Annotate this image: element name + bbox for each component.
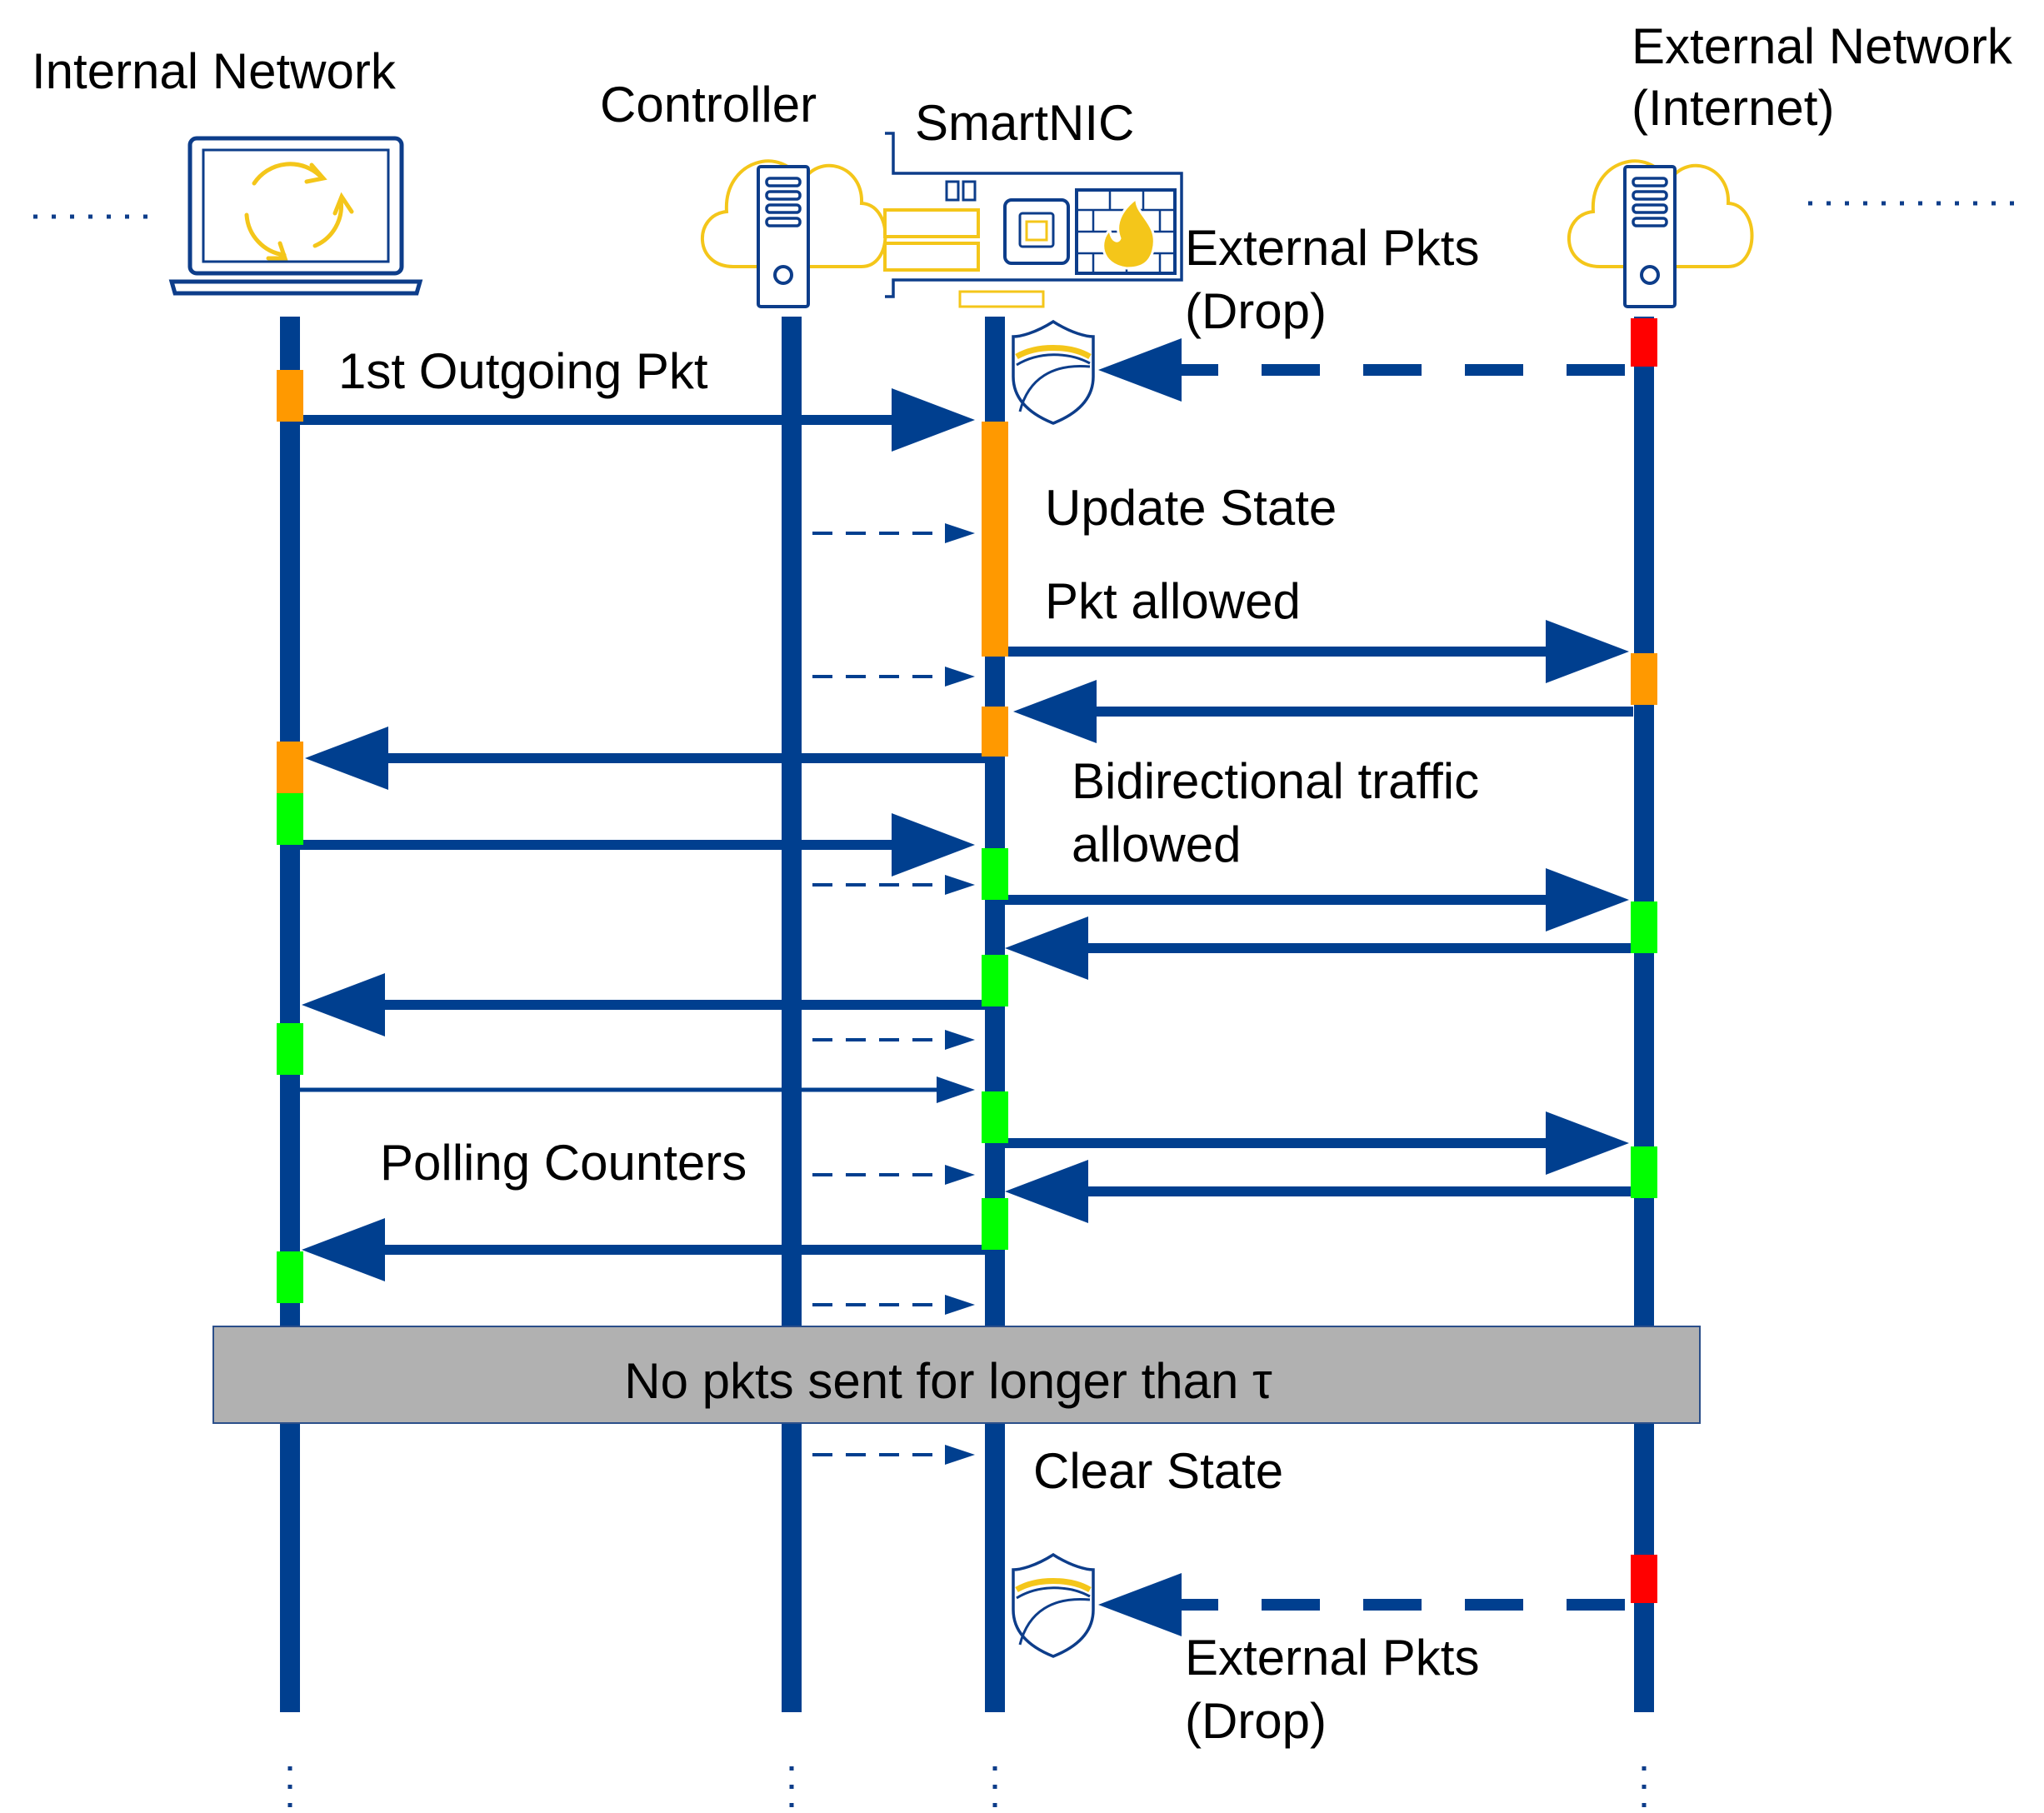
block-internal-green-3: [277, 1251, 303, 1303]
participant-label-controller: Controller: [600, 77, 817, 132]
participant-label-external: External Network: [1632, 18, 2013, 74]
label-external-pkts-top: External Pkts: [1185, 220, 1479, 276]
block-smartnic-green-2: [982, 955, 1008, 1006]
arrow-controller-update-1: [812, 523, 975, 543]
controller-cloud-server-icon: [700, 159, 887, 308]
arrow-controller-update-2: [812, 667, 975, 687]
label-drop-top: (Drop): [1185, 283, 1327, 339]
arrow-internal-to-smartnic-2: [300, 813, 975, 877]
activation-blocks: [277, 318, 1657, 1603]
label-drop-bottom: (Drop): [1185, 1693, 1327, 1749]
label-polling-counters: Polling Counters: [380, 1135, 747, 1191]
label-clear-state: Clear State: [1033, 1443, 1283, 1499]
block-internal-green-1: [277, 793, 303, 845]
block-smartnic-green-4: [982, 1198, 1008, 1250]
smartnic-firewall-icon: [883, 132, 1183, 308]
lifelines: [280, 317, 1654, 1712]
arrow-smartnic-to-internal-2: [302, 973, 985, 1036]
block-external-green-2: [1631, 1146, 1657, 1198]
block-internal-green-2: [277, 1023, 303, 1075]
arrow-smartnic-to-external-2: [1005, 868, 1629, 931]
label-update-state: Update State: [1045, 480, 1337, 536]
block-external-red-bottom: [1631, 1555, 1657, 1603]
label-bidirectional-traffic: Bidirectional traffic: [1072, 753, 1479, 809]
drop-shield-icon-bottom: [1013, 1555, 1093, 1656]
arrow-first-outgoing: [300, 388, 975, 452]
participant-label-external-sub: (Internet): [1632, 80, 1834, 136]
arrow-external-drop-top: [1098, 338, 1625, 402]
annotations: 1st Outgoing Pkt External Pkts (Drop) Up…: [338, 220, 1479, 1749]
arrow-external-to-smartnic-3: [1005, 1160, 1633, 1223]
arrow-external-to-smartnic-1: [1013, 680, 1633, 743]
block-external-green-1: [1631, 902, 1657, 953]
arrow-smartnic-to-internal-1: [305, 727, 985, 790]
arrow-smartnic-to-internal-3: [302, 1218, 985, 1281]
block-smartnic-green-1: [982, 848, 1008, 900]
arrow-internal-to-smartnic-3: [300, 1076, 975, 1103]
drop-shield-icon-top: [1013, 322, 1093, 423]
laptop-icon: [168, 136, 423, 296]
participant-labels: Internal Network Controller SmartNIC Ext…: [32, 18, 2013, 151]
participant-label-internal: Internal Network: [32, 43, 397, 99]
timeout-banner-text: No pkts sent for longer than τ: [624, 1353, 1272, 1409]
arrow-controller-poll-1: [812, 875, 975, 895]
block-smartnic-green-3: [982, 1091, 1008, 1143]
arrow-external-drop-bottom: [1098, 1573, 1625, 1636]
label-pkt-allowed: Pkt allowed: [1045, 573, 1301, 629]
message-arrows: [300, 338, 1633, 1636]
label-first-outgoing-pkt: 1st Outgoing Pkt: [338, 343, 708, 399]
arrow-controller-poll-4: [812, 1295, 975, 1315]
label-allowed: allowed: [1072, 817, 1241, 872]
arrow-smartnic-to-external-3: [1005, 1111, 1629, 1175]
timeout-banner: No pkts sent for longer than τ: [212, 1326, 1701, 1424]
arrow-smartnic-to-external-1: [1005, 620, 1629, 683]
arrow-external-to-smartnic-2: [1005, 916, 1633, 980]
arrow-controller-clear-state: [812, 1445, 975, 1465]
block-smartnic-update-state: [982, 422, 1008, 657]
external-cloud-server-icon: [1567, 159, 1754, 308]
arrow-controller-poll-2: [812, 1030, 975, 1050]
label-external-pkts-bottom: External Pkts: [1185, 1630, 1479, 1686]
block-internal-orange-2: [277, 742, 303, 793]
arrow-controller-poll-3: [812, 1165, 975, 1185]
block-smartnic-orange-2: [982, 707, 1008, 757]
block-internal-orange-1: [277, 370, 303, 422]
block-external-orange-1: [1631, 653, 1657, 705]
continuation-dots: [33, 201, 2017, 1813]
participant-label-smartnic: SmartNIC: [915, 95, 1134, 151]
block-external-red-top: [1631, 318, 1657, 367]
